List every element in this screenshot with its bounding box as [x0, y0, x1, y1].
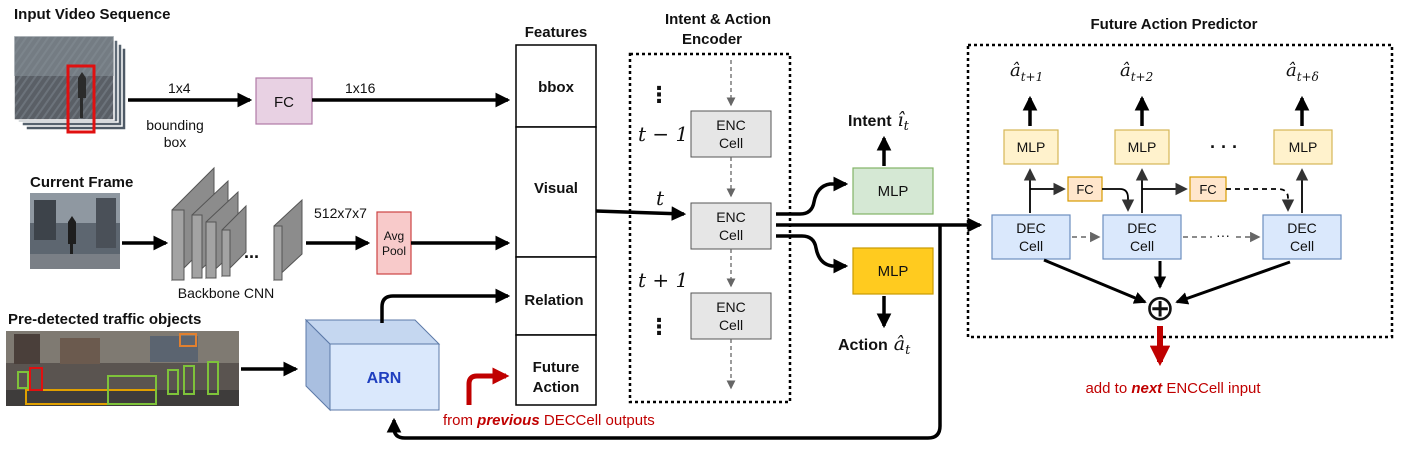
action-mlp [852, 247, 934, 295]
pred-fc-2-label: FC [1199, 182, 1216, 197]
pred-mlp-3-label: MLP [1289, 139, 1318, 155]
arrow-enc-to-intent [776, 176, 849, 216]
dec-cell-3 [1262, 214, 1342, 260]
fc-block [255, 77, 313, 125]
feedback-arrow [466, 367, 510, 405]
current-frame-image [30, 193, 120, 269]
predictor-dots: · · · [1210, 137, 1238, 157]
arrow-dec3-to-sum [1175, 260, 1291, 305]
visual-dim: 512x7x7 [314, 205, 367, 221]
arrow-fc1-to-dec2 [1102, 188, 1135, 212]
dec-cell-2-line1: DEC [1127, 220, 1157, 236]
label-t: t [656, 186, 665, 210]
pred-mlp-3 [1273, 129, 1333, 165]
feature-future-line2: Action [533, 379, 580, 396]
pool-label-line1: Avg [384, 229, 404, 243]
bbox-caption-line1: bounding [146, 117, 204, 133]
encoder-vdots-bottom: ⋮ [648, 314, 670, 339]
pred-mlp-2-label: MLP [1128, 139, 1157, 155]
enc-cell-prev [690, 110, 772, 158]
feature-visual [515, 126, 597, 258]
dec-hdots: ··· [1216, 227, 1230, 243]
fc-block-label: FC [274, 94, 294, 111]
label-t-plus-1: t + 1 [638, 268, 688, 292]
traffic-objects-title: Pre-detected traffic objects [8, 311, 201, 328]
fc-dim-out: 1x16 [345, 80, 376, 96]
arn-label: ARN [367, 370, 402, 387]
backbone-cnn [171, 166, 303, 282]
arrow-features-to-enc [595, 206, 687, 221]
pred-output-2: ât+2 [1120, 60, 1153, 84]
encoder-dotted-frame [628, 52, 792, 404]
current-frame-title: Current Frame [30, 174, 133, 191]
feature-future-line1: Future [533, 359, 580, 376]
bbox-highlight [66, 64, 96, 134]
dec-cell-2 [1102, 214, 1182, 260]
backbone-label: Backbone CNN [178, 285, 275, 301]
bbox-caption-line2: box [164, 134, 187, 150]
dec-cell-2-line2: Cell [1130, 238, 1154, 254]
sum-symbol: ⊕ [1145, 287, 1175, 328]
dec-cell-3-line2: Cell [1290, 238, 1314, 254]
pred-mlp-2 [1114, 129, 1170, 165]
arrow-loop-to-arn [386, 225, 942, 440]
encoder-title-line1: Intent & Action [665, 11, 771, 28]
features-title: Features [525, 24, 588, 41]
feature-relation-label: Relation [524, 292, 583, 309]
enc-cell-current-line1: ENC [716, 209, 746, 225]
pred-fc-1-label: FC [1076, 182, 1093, 197]
video-frame-stack [13, 35, 127, 134]
bbox-dim-in: 1x4 [168, 80, 191, 96]
feature-future-action [515, 334, 597, 406]
arrow-fc2-to-dec3 [1226, 188, 1295, 212]
feature-bbox [515, 44, 597, 128]
action-mlp-label: MLP [878, 263, 909, 280]
avg-pool-block [376, 211, 412, 275]
predictor-dotted-frame [966, 43, 1394, 339]
label-t-minus-1: t − 1 [638, 122, 688, 146]
feature-bbox-label: bbox [538, 79, 574, 96]
feature-relation [515, 256, 597, 336]
dec-cell-1-line1: DEC [1016, 220, 1046, 236]
enc-cell-current [690, 202, 772, 250]
encoder-vdots-top: ⋮ [648, 82, 670, 107]
encoder-title-line2: Encoder [682, 31, 742, 48]
feature-visual-label: Visual [534, 180, 578, 197]
dec-cell-1-line2: Cell [1019, 238, 1043, 254]
pred-fc-2 [1189, 176, 1227, 202]
cnn-ellipsis: ... [244, 242, 259, 262]
features-stack [515, 44, 597, 406]
enc-cell-next-line1: ENC [716, 299, 746, 315]
enc-cell-next-line2: Cell [719, 317, 743, 333]
feedback-note: from previous DECCell outputs [443, 412, 655, 429]
pred-mlp-1 [1003, 129, 1059, 165]
enc-cell-prev-line1: ENC [716, 117, 746, 133]
pred-mlp-1-label: MLP [1017, 139, 1046, 155]
traffic-scene-image [6, 331, 239, 406]
enc-cell-prev-line2: Cell [719, 135, 743, 151]
arrow-arn-to-relation [380, 288, 511, 323]
dec-cell-1 [991, 214, 1071, 260]
arrow-dec1-to-sum [1043, 258, 1147, 304]
enc-cell-current-line2: Cell [719, 227, 743, 243]
pred-output-3: ât+δ [1286, 60, 1319, 84]
add-to-next-note: add to next ENCCell input [1085, 380, 1261, 397]
intent-mlp [852, 167, 934, 215]
pred-output-1: ât+1 [1010, 60, 1043, 84]
intent-mlp-label: MLP [878, 183, 909, 200]
pool-label-line2: Pool [382, 244, 406, 258]
arrow-enc-to-action [776, 234, 849, 274]
arn-block [304, 318, 441, 412]
input-video-title: Input Video Sequence [14, 6, 170, 23]
dec-cell-3-line1: DEC [1287, 220, 1317, 236]
predictor-title: Future Action Predictor [1091, 16, 1258, 33]
